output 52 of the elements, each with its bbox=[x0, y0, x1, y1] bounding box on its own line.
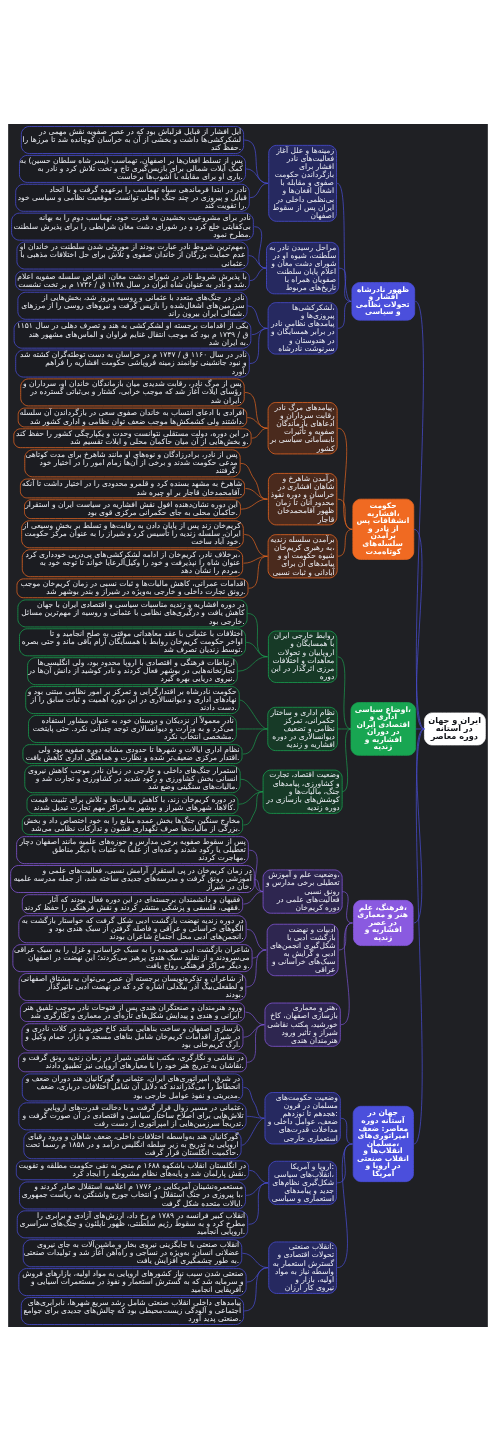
connector bbox=[237, 728, 268, 730]
connector bbox=[241, 1117, 265, 1146]
connector bbox=[243, 139, 269, 184]
connector bbox=[237, 656, 268, 672]
connector bbox=[337, 528, 353, 557]
connector bbox=[245, 488, 268, 500]
connector bbox=[249, 267, 267, 281]
connector bbox=[413, 528, 425, 730]
connector bbox=[341, 891, 353, 924]
connector bbox=[248, 1170, 269, 1184]
connector bbox=[336, 183, 352, 302]
connector bbox=[247, 305, 268, 329]
connector bbox=[337, 656, 352, 730]
connector bbox=[341, 728, 352, 793]
connector bbox=[413, 728, 425, 924]
connector bbox=[340, 922, 353, 1026]
connector bbox=[338, 267, 352, 302]
connector bbox=[244, 392, 268, 429]
connector bbox=[413, 728, 425, 1145]
connector bbox=[337, 427, 353, 530]
connector bbox=[243, 891, 264, 905]
connector bbox=[240, 498, 268, 510]
connector bbox=[415, 301, 425, 730]
connector bbox=[253, 878, 264, 892]
connector bbox=[336, 1143, 353, 1268]
connector bbox=[246, 1267, 269, 1283]
connector bbox=[248, 555, 268, 589]
connector bbox=[246, 1116, 265, 1119]
connector bbox=[337, 728, 352, 730]
connector bbox=[245, 949, 267, 988]
connector bbox=[242, 728, 268, 755]
connector bbox=[251, 427, 268, 439]
connector bbox=[340, 1117, 353, 1145]
connector bbox=[243, 1087, 265, 1119]
connector bbox=[246, 928, 267, 951]
connector bbox=[243, 1267, 269, 1312]
connector bbox=[248, 255, 267, 269]
connector bbox=[240, 463, 268, 500]
connector bbox=[249, 183, 269, 199]
connector bbox=[245, 168, 269, 184]
connector bbox=[246, 1024, 265, 1063]
connector bbox=[247, 417, 268, 429]
connector bbox=[248, 1182, 269, 1225]
connector bbox=[239, 699, 268, 730]
connector bbox=[415, 728, 425, 730]
node-box: ایران و جهان در آستانه دوره معاصر bbox=[424, 712, 486, 746]
connector bbox=[243, 533, 268, 557]
connector bbox=[249, 328, 268, 364]
connector bbox=[243, 791, 264, 826]
connector bbox=[337, 301, 352, 329]
connector bbox=[337, 498, 353, 530]
connector bbox=[248, 849, 264, 892]
